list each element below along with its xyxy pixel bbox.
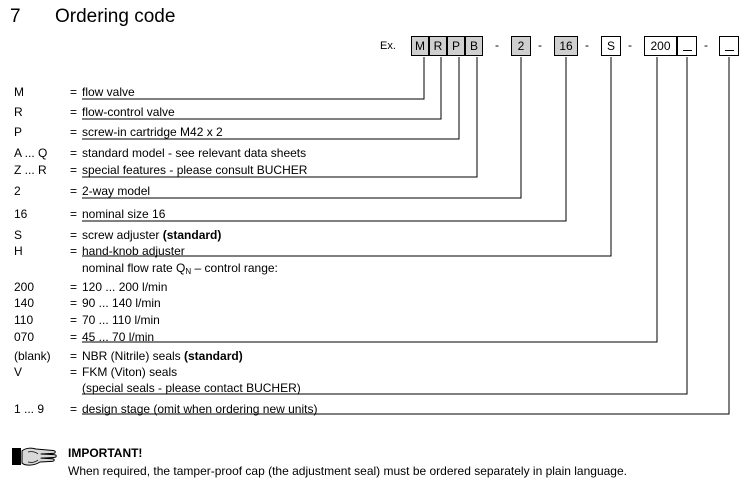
note-text: When required, the tamper-proof cap (the…: [68, 464, 627, 478]
code-box-size[interactable]: 16: [554, 36, 578, 56]
legend-value: FKM (Viton) seals: [82, 365, 178, 379]
section-number: 7: [10, 6, 21, 27]
legend-value: standard model - see relevant data sheet…: [82, 146, 307, 160]
legend-value: design stage (omit when ordering new uni…: [82, 402, 318, 416]
legend-equals: =: [70, 228, 78, 242]
code-box-r[interactable]: R: [429, 36, 447, 56]
legend-value: hand-knob adjuster: [82, 244, 185, 258]
legend-key: M: [14, 85, 24, 99]
legend-equals: =: [70, 330, 78, 344]
legend-value: (special seals - please contact BUCHER): [82, 381, 301, 395]
legend-value: special features - please consult BUCHER: [82, 163, 308, 177]
legend-equals: =: [70, 313, 78, 327]
code-box-blank-mark: [682, 42, 692, 51]
legend-value-emphasis: (standard): [162, 228, 222, 242]
legend-key: H: [14, 244, 23, 258]
legend-value: nominal flow rate QN – control range:: [82, 261, 278, 276]
legend-value-emphasis: (standard): [184, 349, 243, 363]
legend-key: 140: [14, 296, 35, 310]
legend-equals: =: [70, 402, 78, 416]
code-box-seal[interactable]: [677, 36, 697, 56]
code-box-flow[interactable]: 200: [644, 36, 677, 56]
legend-equals: =: [70, 85, 78, 99]
code-separator-3: -: [628, 38, 632, 52]
legend-key: R: [14, 105, 23, 119]
legend-key: A ... Q: [14, 146, 48, 160]
legend-key: 110: [14, 313, 34, 327]
legend-value: 45 ... 70 l/min: [82, 330, 155, 344]
legend-value: 120 ... 200 l/min: [82, 280, 168, 294]
legend-key: 16: [14, 207, 28, 221]
code-box-ways[interactable]: 2: [511, 36, 531, 56]
code-box-p[interactable]: P: [447, 36, 465, 56]
code-separator-1: -: [538, 38, 542, 52]
legend-key: 1 ... 9: [14, 402, 45, 416]
legend-equals: =: [70, 184, 78, 198]
pointing-hand-icon: [12, 446, 60, 468]
legend-equals: =: [70, 365, 78, 379]
code-box-stage[interactable]: [719, 36, 739, 56]
code-separator-4: -: [704, 38, 708, 52]
legend-equals: =: [70, 207, 78, 221]
legend-value: screw-in cartridge M42 x 2: [82, 125, 223, 139]
legend-key: 070: [14, 330, 35, 344]
legend-key: P: [14, 125, 23, 139]
legend-equals: =: [70, 280, 78, 294]
legend-value: 70 ... 110 l/min: [82, 313, 160, 327]
legend-value: flow-control valve: [82, 105, 175, 119]
qn-subscript: N: [185, 267, 192, 276]
code-box-adj[interactable]: S: [601, 36, 621, 56]
code-box-b[interactable]: B: [465, 36, 483, 56]
code-separator-2: -: [585, 38, 589, 52]
legend-equals: =: [70, 146, 78, 160]
legend-key: 2: [14, 184, 21, 198]
legend-equals: =: [70, 163, 78, 177]
legend-equals: =: [70, 349, 78, 363]
legend-value: 2-way model: [82, 184, 151, 198]
code-box-blank-mark: [724, 42, 734, 51]
legend-key: S: [14, 228, 23, 242]
legend-value: nominal size 16: [82, 207, 166, 221]
legend-value: screw adjuster (standard): [82, 228, 222, 242]
legend-key: 200: [14, 280, 35, 294]
note-title: IMPORTANT!: [68, 446, 143, 460]
legend-equals: =: [70, 125, 78, 139]
legend-equals: =: [70, 244, 78, 258]
legend-key: V: [14, 365, 23, 379]
legend-value: 90 ... 140 l/min: [82, 296, 161, 310]
legend-key: (blank): [14, 349, 51, 363]
code-separator-0: -: [495, 38, 499, 52]
legend-equals: =: [70, 105, 78, 119]
section-title: Ordering code: [55, 6, 176, 27]
example-label: Ex.: [380, 40, 396, 52]
code-box-m[interactable]: M: [411, 36, 429, 56]
legend-value: NBR (Nitrile) seals (standard): [82, 349, 243, 363]
legend-key: Z ... R: [14, 163, 47, 177]
legend-value: flow valve: [82, 85, 135, 99]
legend-equals: =: [70, 296, 78, 310]
